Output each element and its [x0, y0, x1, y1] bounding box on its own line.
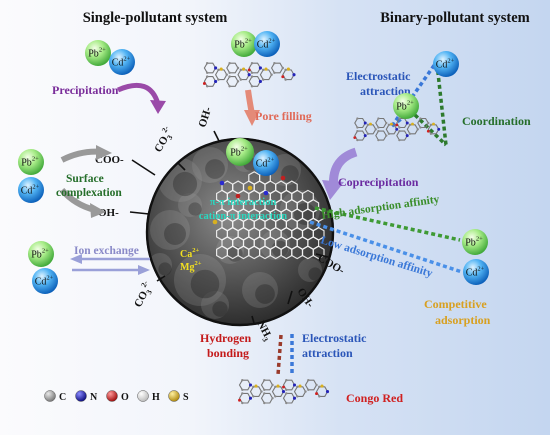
- pb-ion-top-left: Pb2+: [85, 40, 111, 66]
- ion-exchange-arrows: [70, 254, 150, 275]
- pb-ion-label: Pb2+: [234, 38, 252, 51]
- cd-ion-low-affinity: Cd2+: [463, 259, 489, 285]
- legend-item-s: S: [168, 390, 189, 403]
- cd-ion-label: Cd2+: [21, 184, 40, 197]
- pb-ion-label: Pb2+: [396, 100, 414, 113]
- oh-group-left: OH-: [98, 207, 119, 219]
- svg-text:Ca2+: Ca2+: [180, 247, 199, 260]
- congo-red-molecule-top: [202, 61, 296, 88]
- electrostatic-label-bottom-2: attraction: [302, 346, 353, 360]
- ion-exchange-label: Ion exchange: [74, 245, 139, 257]
- legend-label-c: C: [59, 392, 66, 403]
- cd-ion-label: Cd2+: [35, 275, 54, 288]
- cation-pi-interaction-label: cation-π interaction: [199, 211, 287, 222]
- pb-ion-label: Pb2+: [88, 47, 106, 60]
- cd-ion-label: Cd2+: [466, 266, 485, 279]
- cd-ion-top-left: Cd2+: [109, 49, 135, 75]
- legend-item-n: N: [75, 390, 98, 403]
- legend-label-h: H: [152, 392, 160, 403]
- pb-ion-on-particle: Pb2+: [226, 138, 254, 166]
- cd-ion-label: Cd2+: [112, 56, 131, 69]
- coordination-label: Coordination: [462, 114, 531, 128]
- pb-ion-left: Pb2+: [18, 149, 44, 175]
- precipitation-arrow: [116, 82, 161, 105]
- ca-mg-label: Ca2+ Mg2+: [180, 247, 202, 273]
- hydrogen-bonding-label-2: bonding: [207, 346, 249, 360]
- pb-ion-high-affinity: Pb2+: [462, 229, 488, 255]
- legend-item-h: H: [137, 390, 160, 403]
- pb-ion-top: Pb2+: [231, 31, 257, 57]
- legend-label-o: O: [121, 392, 129, 403]
- legend-item-o: O: [106, 390, 129, 403]
- precipitation-label: Precipitation: [52, 83, 119, 97]
- congo-red-molecule-right: [353, 117, 441, 142]
- cd-ion-binary-top: Cd2+: [433, 51, 459, 77]
- competitive-label-1: Competitive: [424, 297, 487, 311]
- metal-ions: Pb2+ Cd2+ Pb2+ Cd2+ Pb2+ Cd2+ Pb2+ Cd2+ Pb2+ Cd2+…: [18, 31, 489, 294]
- electrostatic-label-bottom-1: Electrostatic: [302, 331, 367, 345]
- cd-ion-top: Cd2+: [254, 31, 280, 57]
- surface-complexation-label-1: Surface: [66, 173, 104, 185]
- hydrogen-bonding-label-1: Hydrogen: [200, 331, 251, 345]
- pb-ion-label: Pb2+: [31, 248, 49, 261]
- legend-label-s: S: [183, 392, 189, 403]
- legend-item-c: C: [44, 390, 66, 403]
- cd-ion-left: Cd2+: [18, 177, 44, 203]
- coprecipitation-label: Coprecipitation: [338, 175, 419, 189]
- pb-ion-label: Pb2+: [230, 146, 248, 159]
- binary-pollutant-title: Binary-pollutant system: [380, 10, 529, 26]
- single-pollutant-title: Single-pollutant system: [83, 10, 228, 26]
- cd-ion-label: Cd2+: [436, 58, 455, 71]
- congo-red-label: Congo Red: [346, 391, 403, 405]
- surface-complexation-label-2: complexation: [56, 187, 122, 199]
- pore-filling-label: Pore filling: [255, 109, 312, 123]
- electrostatic-label-top-1: Electrostatic: [346, 69, 411, 83]
- pore-filling-arrowhead: [244, 110, 260, 126]
- legend-label-n: N: [90, 392, 98, 403]
- congo-red-molecule-bottom: [238, 378, 330, 405]
- cd-ion-label: Cd2+: [257, 38, 276, 51]
- graphitic-honeycomb: [212, 171, 325, 260]
- pb-ion-binary: Pb2+: [393, 93, 419, 119]
- cd-ion-on-particle: Cd2+: [253, 150, 279, 176]
- pb-ion-bottom-left: Pb2+: [28, 241, 54, 267]
- electrostatic-label-top-2: attraction: [360, 84, 411, 98]
- pi-pi-interaction-label: π-π interaction: [210, 197, 277, 208]
- precipitation-arrowhead: [150, 100, 166, 114]
- group-bonds: [129, 130, 329, 324]
- svg-text:Mg2+: Mg2+: [180, 260, 202, 273]
- pb-ion-label: Pb2+: [21, 156, 39, 169]
- cd-ion-bottom-left: Cd2+: [32, 268, 58, 294]
- competitive-label-2: adsorption: [435, 313, 491, 327]
- pb-ion-label: Pb2+: [465, 236, 483, 249]
- cd-ion-label: Cd2+: [256, 157, 275, 170]
